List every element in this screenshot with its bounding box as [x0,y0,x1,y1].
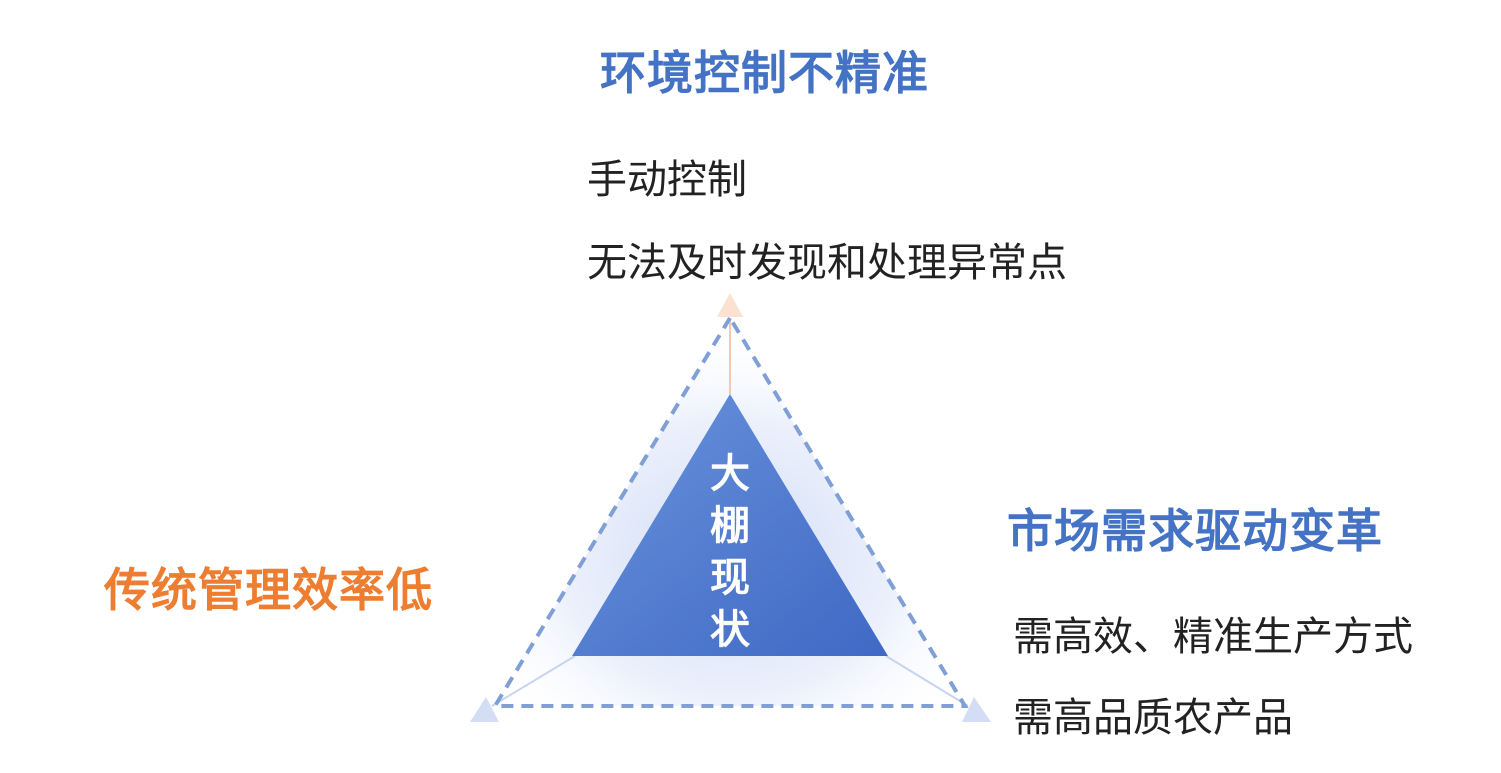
center-char: 现 [710,555,750,601]
top-title: 环境控制不精准 [600,46,929,100]
left-vertex-marker [470,697,499,722]
top-vertex-marker [717,293,743,317]
core-triangle [572,394,888,656]
center-char: 状 [710,607,750,653]
dashed-outline-triangle [491,314,969,708]
top-item-1: 手动控制 [587,157,747,203]
center-label: 大 棚 现 状 [700,448,760,656]
right-vertex-marker [962,697,991,722]
right-title: 市场需求驱动变革 [1007,504,1383,558]
right-item-1: 需高效、精准生产方式 [1013,614,1413,660]
left-title: 传统管理效率低 [104,563,433,617]
center-char: 棚 [710,503,750,549]
connector-right [885,655,969,707]
top-item-2: 无法及时发现和处理异常点 [587,240,1067,286]
connector-left [491,655,576,707]
center-char: 大 [710,451,750,497]
right-item-2: 需高品质农产品 [1013,695,1293,741]
